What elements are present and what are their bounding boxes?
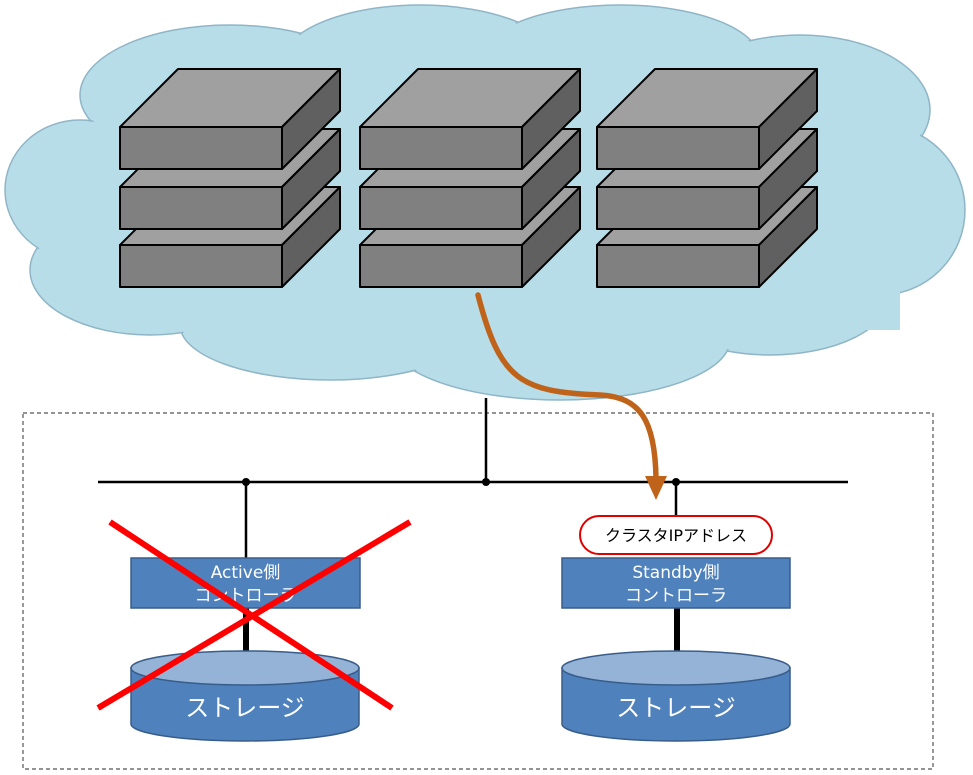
junction-dot (672, 478, 680, 486)
network (98, 398, 848, 558)
right-storage-label: ストレージ (616, 694, 736, 722)
cluster-ip-badge: クラスタIPアドレス (579, 515, 773, 555)
server-stacks (119, 68, 818, 288)
failover-arrow (475, 292, 667, 500)
server-unit (596, 68, 818, 170)
right-storage-cylinder: ストレージ (561, 650, 791, 742)
failure-cross-icon (96, 519, 412, 711)
left-storage-label: ストレージ (185, 694, 305, 722)
system-boundary (22, 412, 934, 770)
cluster-ip-label: クラスタIPアドレス (605, 526, 747, 545)
active-controller: Active側 コントローラ (130, 557, 361, 609)
server-unit (119, 68, 341, 170)
standby-controller-line1: Standby側 (632, 563, 719, 583)
server-stack-left (119, 68, 341, 288)
left-storage-cylinder: ストレージ (130, 650, 360, 742)
standby-controller: Standby側 コントローラ (561, 557, 791, 609)
server-stack-right (596, 68, 818, 288)
standby-controller-line2: コントローラ (625, 586, 727, 606)
active-controller-line1: Active側 (211, 563, 281, 583)
junction-dot (242, 478, 250, 486)
server-stack-center (359, 68, 581, 288)
server-unit (359, 68, 581, 170)
junction-dot (482, 478, 490, 486)
